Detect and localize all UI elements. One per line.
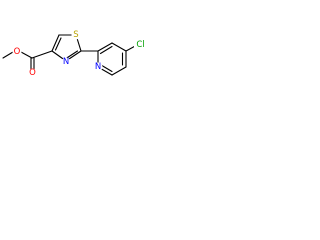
- atom-cl-label: Cl: [136, 40, 144, 50]
- atom-n-pyridine: N: [93, 62, 103, 72]
- atom-s-thiazole-label: S: [73, 30, 78, 40]
- atom-cl: Cl: [134, 40, 147, 50]
- bond-py-c2-c3-inner: [99, 45, 113, 55]
- bond-c4-c5: [51, 34, 60, 52]
- atom-o-methoxy: O: [12, 47, 22, 57]
- bond-py-c6-n1-inner: [100, 64, 113, 73]
- atom-o-methoxy-label: O: [14, 47, 21, 57]
- bond-py-c3-c4: [111, 42, 127, 52]
- atom-o-carbonyl: O: [28, 68, 37, 78]
- atom-o-carbonyl-label: O: [29, 68, 36, 78]
- bond-o-carbonyl-c: [20, 51, 33, 59]
- methyl-2-(4-chloropyridin-2-yl)thiazole-4-carboxylate-structure: O O S N N Cl: [2, 30, 147, 78]
- bond-py-c2-c3: [97, 42, 113, 52]
- bond-carbonyl-to-ring: [31, 50, 53, 59]
- atom-n-pyridine-label: N: [95, 62, 101, 72]
- bond-c2-n3-inner: [65, 50, 79, 60]
- atom-n-thiazole-label: N: [63, 57, 69, 67]
- atom-n-thiazole: N: [61, 57, 71, 67]
- atom-s-thiazole: S: [71, 30, 81, 40]
- bond-methyl-o: [2, 51, 14, 59]
- bond-py-c5-c6: [111, 66, 127, 76]
- bond-c4-c5-inner: [54, 37, 62, 51]
